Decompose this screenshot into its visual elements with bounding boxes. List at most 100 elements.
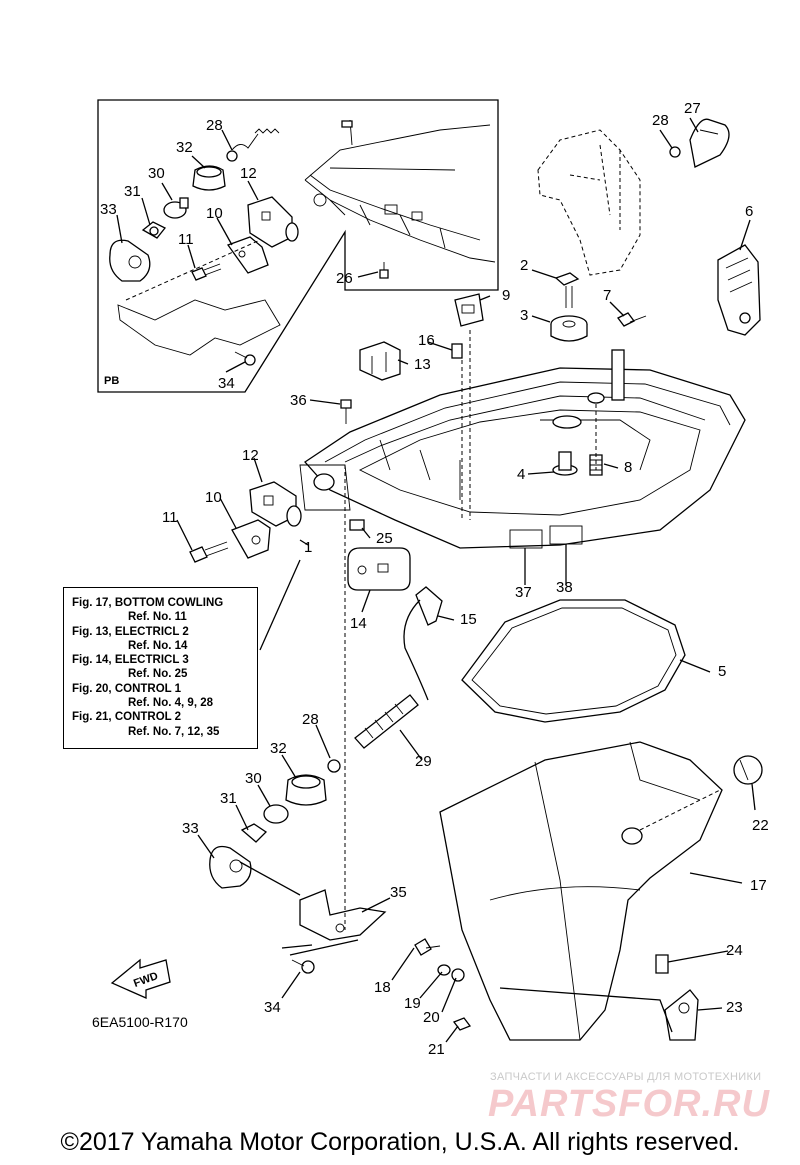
callout-19: 19 [404, 995, 421, 1012]
callout-2: 2 [520, 257, 528, 274]
fwd-arrow-icon: FWD [110, 958, 171, 999]
callout-31-inset: 31 [124, 183, 141, 200]
callout-20: 20 [423, 1009, 440, 1026]
inset-engine-bracket [304, 119, 496, 263]
callout-25: 25 [376, 530, 393, 547]
part-14-switch [347, 547, 411, 591]
part-25-label [349, 519, 365, 531]
inset-part-34-screw [234, 351, 256, 366]
inset-part-30-grommet [163, 197, 189, 219]
part-10-bracket [231, 519, 271, 559]
callout-7: 7 [603, 287, 611, 304]
ref-fig-14: Fig. 14, ELECTRICL 3 [72, 654, 189, 667]
part-6-bracket [717, 244, 761, 336]
callout-35: 35 [390, 884, 407, 901]
inset-label: PB [104, 375, 120, 387]
inset-part-28-spring [226, 128, 280, 162]
callout-37: 37 [515, 584, 532, 601]
inset-frame [97, 99, 499, 393]
part-17-cowling [439, 741, 723, 1041]
callout-6: 6 [745, 203, 753, 220]
inset-part-12-holder [247, 196, 299, 248]
part-8-nipple [589, 454, 603, 476]
callout-31: 31 [220, 790, 237, 807]
ref-no-4-9-28: Ref. No. 4, 9, 28 [128, 697, 214, 710]
callout-10-inset: 10 [206, 205, 223, 222]
part-29-cable [354, 694, 419, 749]
callout-8: 8 [624, 459, 632, 476]
callout-23: 23 [726, 999, 743, 1016]
callout-32-inset: 32 [176, 139, 193, 156]
callout-30: 30 [245, 770, 262, 787]
diagram-code: 6EA5100-R170 [92, 1014, 188, 1030]
part-33-damper-lower [209, 845, 252, 889]
callout-18: 18 [374, 979, 391, 996]
callout-33: 33 [182, 820, 199, 837]
watermark-logo: PARTSFOR.RU [488, 1083, 770, 1125]
ref-fig-13: Fig. 13, ELECTRICL 2 [72, 625, 189, 638]
part-12-holder [249, 481, 302, 527]
part-2-bolt [554, 272, 580, 308]
inset-part-26-bolt [379, 262, 389, 279]
callout-4: 4 [517, 466, 525, 483]
ref-no-11: Ref. No. 11 [128, 611, 187, 624]
callout-12-inset: 12 [240, 165, 257, 182]
ref-fig-20: Fig. 20, CONTROL 1 [72, 682, 182, 695]
callout-38: 38 [556, 579, 573, 596]
inset-bracket-plate [117, 239, 281, 356]
callout-32: 32 [270, 740, 287, 757]
part-28-clip-top [669, 146, 681, 158]
part-23-plate [664, 989, 699, 1041]
callout-33-inset: 33 [100, 201, 117, 218]
pump-bracket [537, 129, 641, 276]
leader-lines [116, 117, 756, 1043]
ref-no-25: Ref. No. 25 [128, 668, 188, 681]
callout-13: 13 [414, 356, 431, 373]
callout-15: 15 [460, 611, 477, 628]
callout-17: 17 [750, 877, 767, 894]
inset-part-11-bolt [191, 263, 222, 281]
part-15-cable [403, 586, 443, 701]
callout-9: 9 [502, 287, 510, 304]
callout-21: 21 [428, 1041, 445, 1058]
watermark-tagline: ЗАПЧАСТИ И АКСЕССУАРЫ ДЛЯ МОТОТЕХНИКИ [490, 1071, 762, 1083]
inset-part-10-bracket [226, 236, 269, 274]
callout-22: 22 [752, 817, 769, 834]
part-22-grommet [733, 755, 763, 785]
part-31-washer-lower [240, 823, 268, 843]
callout-12: 12 [242, 447, 259, 464]
callout-10: 10 [205, 489, 222, 506]
callout-1: 1 [304, 539, 312, 556]
part-35-bracket [299, 889, 387, 941]
callout-36: 36 [290, 392, 307, 409]
part-16-pin [451, 343, 463, 359]
callout-11-inset: 11 [178, 231, 194, 248]
callout-28-inset: 28 [206, 117, 223, 134]
callout-34-inset: 34 [218, 375, 235, 392]
part-7-bolt [617, 312, 647, 327]
callout-11: 11 [162, 509, 178, 526]
inset-part-32-nut [192, 165, 226, 191]
part-11-bolt [189, 541, 229, 563]
reference-box: Fig. 17, BOTTOM COWLING Ref. No. 11 Fig.… [63, 587, 258, 749]
callout-16: 16 [418, 332, 435, 349]
callout-14: 14 [350, 615, 367, 632]
copyright-notice: ©2017 Yamaha Motor Corporation, U.S.A. A… [60, 1128, 740, 1156]
part-13-clamp [359, 341, 401, 381]
inset-part-31-washer [141, 221, 167, 239]
part-3-grommet [550, 315, 588, 342]
part-32-nut-lower [285, 774, 327, 806]
callout-30-inset: 30 [148, 165, 165, 182]
part-9-grommet [454, 293, 484, 327]
ref-no-7-12-35: Ref. No. 7, 12, 35 [128, 725, 220, 738]
inset-part-33-damper [109, 239, 151, 282]
part-27-hose [689, 118, 730, 168]
part-36-bolt [340, 399, 352, 424]
callout-34: 34 [264, 999, 281, 1016]
callout-5: 5 [718, 663, 726, 680]
callout-28-top: 28 [652, 112, 669, 129]
callout-26: 26 [336, 270, 353, 287]
callout-24: 24 [726, 942, 743, 959]
parts-18-21-fasteners [414, 938, 472, 1031]
